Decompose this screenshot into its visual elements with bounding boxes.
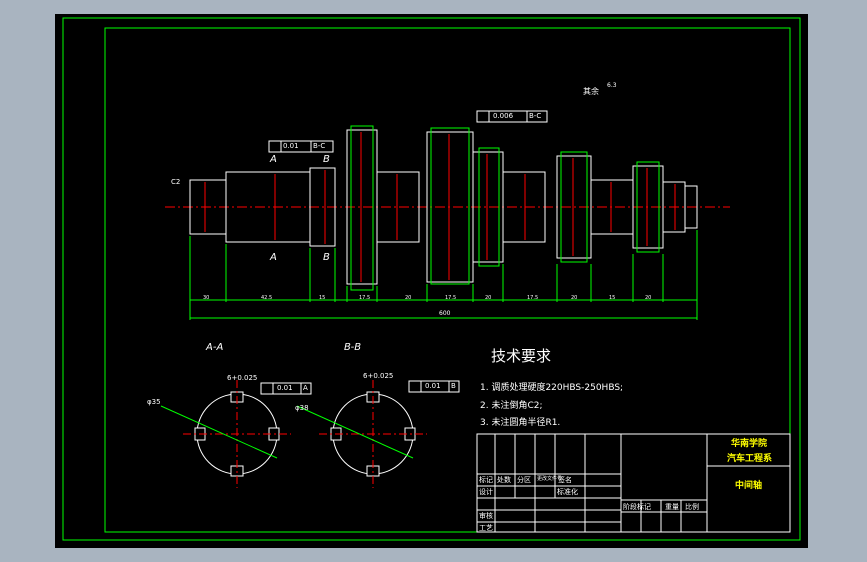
school-name: 华南学院	[731, 439, 768, 449]
tb-weight: 重量	[665, 503, 679, 511]
tb-scale: 比例	[685, 503, 699, 511]
tb-std: 标准化	[557, 488, 578, 496]
section-b-label: B-B	[344, 342, 362, 353]
seg-len-6: 17.5	[445, 295, 457, 301]
runout-tol-2: 0.006	[493, 112, 514, 120]
note-2: 2. 未注倒角C2;	[480, 401, 543, 411]
roughness-value: 6.3	[607, 82, 617, 89]
seg-len-1: 30	[203, 295, 210, 301]
tolerance-frames	[260, 110, 548, 395]
seg-len-11: 20	[645, 295, 652, 301]
seg-len-9: 20	[571, 295, 578, 301]
shaft-outline	[189, 129, 698, 285]
note-1: 1. 调质处理硬度220HBS-250HBS;	[480, 383, 624, 393]
dia-b: φ38	[295, 404, 309, 412]
title-block-lines	[476, 433, 791, 533]
tech-requirements-title: 技术要求	[491, 347, 552, 365]
section-a-view	[160, 380, 291, 488]
tb-zone: 分区	[517, 476, 531, 484]
roughness-other-label: 其余	[583, 87, 599, 96]
section-marker-b-top: B	[323, 154, 330, 165]
seg-len-5: 20	[405, 295, 412, 301]
tb-sign: 签名	[558, 476, 572, 484]
keyway-tol-a: 6+0.025	[227, 374, 258, 382]
keyway-tol-b: 6+0.025	[363, 372, 394, 380]
seg-len-8: 17.5	[527, 295, 539, 301]
sym-tol-b: 0.01	[425, 382, 441, 390]
sym-datum-b: B	[451, 382, 456, 390]
tb-design: 设计	[479, 488, 493, 496]
diameter-marks	[204, 132, 676, 282]
runout-tol-1: 0.01	[283, 142, 299, 150]
tb-review: 审核	[479, 512, 493, 520]
dia-a: φ35	[147, 398, 161, 406]
length-dimensions	[189, 230, 698, 320]
drawing-canvas: 技术要求 1. 调质处理硬度220HBS-250HBS; 2. 未注倒角C2; …	[55, 14, 808, 548]
seg-len-10: 15	[609, 295, 616, 301]
tb-doc-no: 更改文件号	[537, 476, 563, 482]
seg-len-4: 17.5	[359, 295, 371, 301]
tb-stage-mark: 阶段标记	[623, 503, 651, 511]
section-marker-b-bottom: B	[323, 252, 330, 263]
shaft-drawing	[62, 17, 801, 541]
sym-datum-a: A	[303, 384, 308, 392]
tb-process: 工艺	[479, 524, 493, 532]
sym-tol-a: 0.01	[277, 384, 293, 392]
section-marker-a-top: A	[270, 154, 277, 165]
section-marker-a-bottom: A	[270, 252, 277, 263]
section-a-label: A-A	[206, 342, 224, 353]
outer-border	[62, 17, 801, 541]
part-name: 中间轴	[735, 481, 763, 491]
chamfer-label: C2	[171, 178, 181, 186]
runout-datum-2: B-C	[529, 112, 542, 120]
seg-len-3: 15	[319, 295, 326, 301]
inner-border	[104, 27, 791, 533]
section-b-view	[296, 380, 427, 488]
gear-outlines	[350, 125, 660, 291]
department-name: 汽车工程系	[727, 454, 773, 464]
seg-len-2: 42.5	[261, 295, 273, 301]
note-3: 3. 未注圆角半径R1.	[480, 418, 561, 428]
runout-datum-1: B-C	[313, 142, 326, 150]
tb-count: 处数	[497, 476, 511, 484]
seg-len-7: 20	[485, 295, 492, 301]
total-length: 600	[439, 310, 451, 317]
tb-mark: 标记	[479, 476, 493, 484]
